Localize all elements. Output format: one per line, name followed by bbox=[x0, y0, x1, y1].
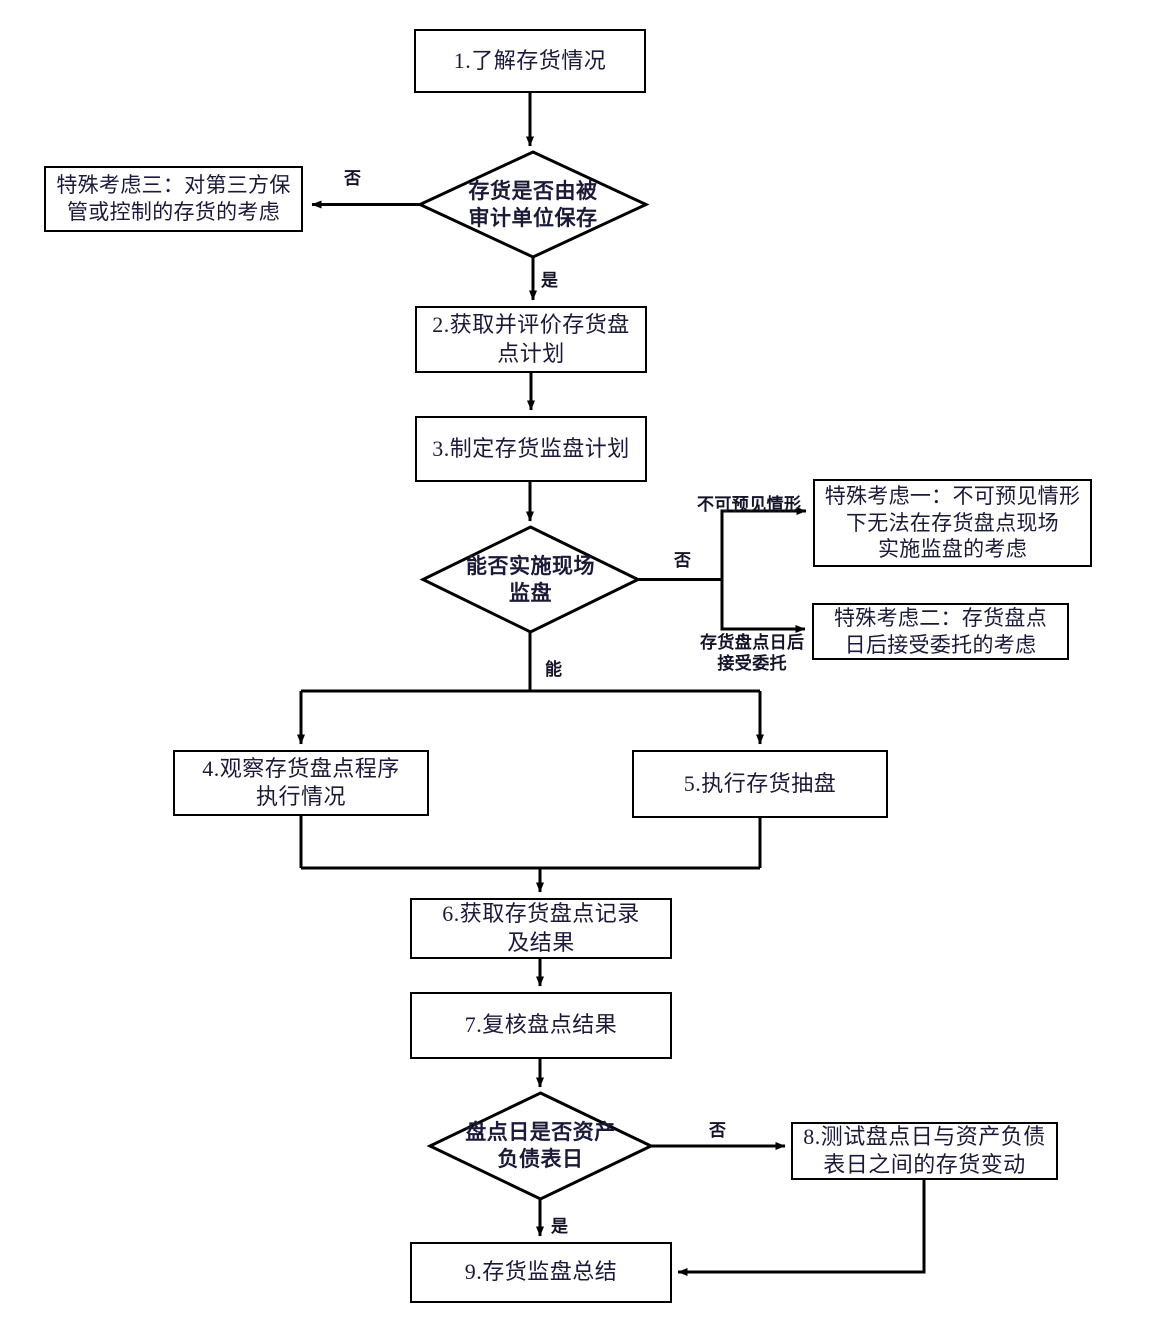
node-special-consideration-one[interactable]: 特殊考虑一：不可预见情形 下无法在存货盘点现场 实施监盘的考虑 bbox=[813, 479, 1092, 567]
edge-label-no-bs-date: 否 bbox=[709, 1121, 727, 1140]
edge-label-yes-bs-date: 是 bbox=[551, 1217, 569, 1236]
node-decision-count-date-is-bs-date[interactable]: 盘点日是否资产 负债表日 bbox=[430, 1093, 651, 1199]
edge-d2-to-note1 bbox=[720, 507, 807, 580]
decision-label-held-by-entity: 存货是否由被 审计单位保存 bbox=[468, 178, 598, 230]
edge-d2-to-note2 bbox=[720, 579, 806, 633]
node-perform-test-counts[interactable]: 5.执行存货抽盘 bbox=[632, 750, 888, 818]
node-supervision-summary[interactable]: 9.存货监盘总结 bbox=[410, 1242, 672, 1303]
edge-label-no-held-by-entity: 否 bbox=[344, 169, 362, 188]
edge-n8-to-n9 bbox=[677, 1180, 926, 1276]
edge-label-engaged-after-count-date: 存货盘点日后 接受委托 bbox=[700, 633, 805, 674]
node-understand-inventory[interactable]: 1.了解存货情况 bbox=[414, 29, 646, 93]
edge-label-yes-can-attend: 能 bbox=[545, 660, 563, 679]
node-make-supervision-plan[interactable]: 3.制定存货监盘计划 bbox=[415, 416, 647, 482]
node-obtain-evaluate-count-plan[interactable]: 2.获取并评价存货盘 点计划 bbox=[415, 306, 647, 373]
node-review-count-results[interactable]: 7.复核盘点结果 bbox=[410, 992, 672, 1059]
node-observe-count-procedure[interactable]: 4.观察存货盘点程序 执行情况 bbox=[173, 750, 429, 816]
edge-label-unforeseen-circumstances: 不可预见情形 bbox=[697, 495, 802, 514]
node-test-inventory-movement[interactable]: 8.测试盘点日与资产负债 表日之间的存货变动 bbox=[791, 1122, 1058, 1180]
node-obtain-count-records[interactable]: 6.获取存货盘点记录 及结果 bbox=[410, 898, 672, 959]
node-special-consideration-two[interactable]: 特殊考虑二：存货盘点 日后接受委托的考虑 bbox=[812, 603, 1069, 660]
edge-label-no-can-attend: 否 bbox=[674, 551, 692, 570]
node-special-consideration-three[interactable]: 特殊考虑三：对第三方保 管或控制的存货的考虑 bbox=[44, 166, 303, 232]
node-decision-can-attend-onsite[interactable]: 能否实施现场 监盘 bbox=[423, 527, 638, 632]
node-decision-held-by-entity[interactable]: 存货是否由被 审计单位保存 bbox=[420, 152, 646, 257]
decision-label-count-date-is-bs-date: 盘点日是否资产 负债表日 bbox=[465, 1120, 616, 1171]
decision-label-can-attend-onsite: 能否实施现场 监盘 bbox=[466, 553, 595, 605]
edge-label-yes-held-by-entity: 是 bbox=[541, 271, 559, 290]
